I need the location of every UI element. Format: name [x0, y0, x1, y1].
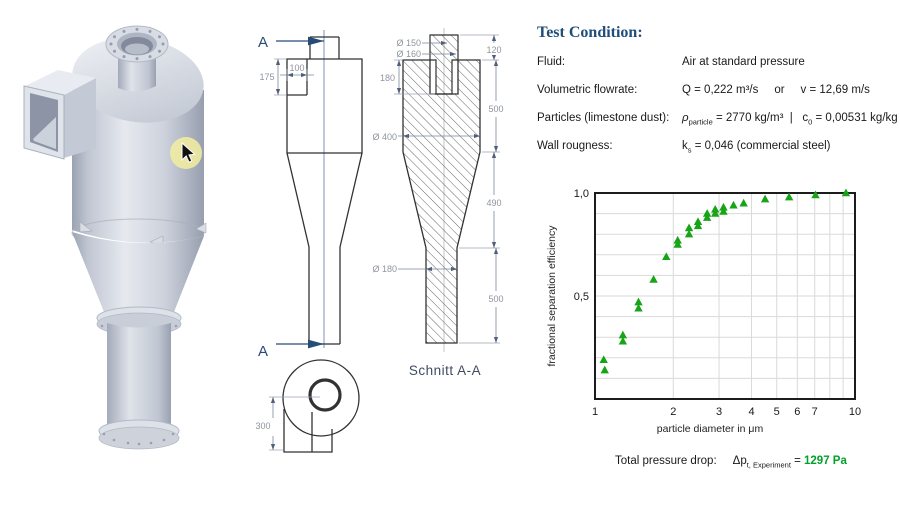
svg-text:2: 2: [670, 406, 676, 418]
results-panel: Test Condition: Fluid: Air at standard pr…: [530, 0, 900, 506]
condition-value: Air at standard pressure: [682, 56, 805, 68]
dim-180: 180: [380, 59, 435, 95]
condition-row: Fluid: Air at standard pressure: [537, 56, 897, 84]
condition-label: Particles (limestone dust):: [537, 112, 670, 124]
test-condition-title: Test Condition:: [537, 24, 643, 41]
condition-value: ρparticle = 2770 kg/m³ | c0 = 0,00531 kg…: [682, 112, 898, 127]
subscript: particle: [688, 117, 713, 127]
cyclone-3d-model: [23, 25, 207, 450]
dim-d160: Ø 160: [396, 49, 456, 59]
text-part: Q = 0,222 m³/s or v = 12,69 m/s: [682, 84, 870, 96]
chart-y-axis-label: fractional separation efficiency: [546, 225, 558, 367]
dim-inlet-width: 100: [280, 63, 314, 81]
svg-text:0,5: 0,5: [574, 291, 589, 303]
section-letter-top: A: [258, 34, 268, 51]
section-view: Ø 150 Ø 160 120: [372, 28, 504, 378]
dim-500-top: 500: [482, 60, 504, 153]
svg-text:Ø 400: Ø 400: [372, 132, 397, 142]
dim-500-bottom: 500: [459, 248, 504, 344]
cursor-highlight: [170, 137, 202, 169]
section-line-a-bottom: A: [258, 339, 324, 360]
pressure-drop-label: Total pressure drop:: [615, 455, 717, 467]
gas-outlet-flange: [105, 25, 169, 92]
text-part: = 0,046 (commercial steel): [691, 140, 831, 152]
svg-text:300: 300: [255, 421, 270, 431]
dim-top-view-300: 300: [255, 396, 320, 451]
condition-label: Fluid:: [537, 56, 566, 68]
condition-label: Wall rougness:: [537, 140, 613, 152]
condition-row: Volumetric flowrate: Q = 0,222 m³/s or v …: [537, 84, 897, 112]
svg-text:10: 10: [849, 406, 861, 418]
top-view: 300: [255, 359, 360, 453]
text-part: ρ: [682, 112, 689, 124]
svg-text:Ø 150: Ø 150: [396, 38, 421, 48]
svg-text:Ø 180: Ø 180: [372, 264, 397, 274]
dim-d150: Ø 150: [396, 38, 447, 48]
dim-490: 490: [459, 152, 502, 249]
text-part: k: [682, 140, 688, 152]
svg-text:180: 180: [380, 73, 395, 83]
text-part: = 0,00531 kg/kg: [812, 112, 898, 124]
subscript: 0: [808, 117, 813, 127]
condition-value: Q = 0,222 m³/s or v = 12,69 m/s: [682, 84, 870, 96]
svg-text:1,0: 1,0: [574, 188, 589, 200]
cad-3d-viewport[interactable]: [0, 0, 250, 506]
svg-text:7: 7: [812, 406, 818, 418]
svg-text:500: 500: [488, 294, 503, 304]
technical-drawing: A A 100: [250, 0, 530, 506]
section-letter-bottom: A: [258, 343, 268, 360]
dim-d180: Ø 180: [372, 264, 457, 274]
text-part: Δp: [732, 455, 747, 467]
text-part: = 2770 kg/m³ | c: [712, 112, 809, 124]
dust-outlet-tube: [98, 323, 180, 450]
inlet-duct: [23, 70, 96, 160]
dim-d400: Ø 400: [372, 132, 480, 142]
text-part: =: [790, 455, 805, 467]
svg-text:100: 100: [289, 63, 304, 73]
pressure-drop-value: Δpt, Experiment = 1297 Pa: [732, 455, 847, 470]
svg-text:6: 6: [794, 406, 800, 418]
svg-text:1: 1: [592, 406, 598, 418]
cone-section: [72, 232, 204, 336]
svg-text:3: 3: [716, 406, 722, 418]
svg-text:4: 4: [748, 406, 754, 418]
front-view: A A 100: [255, 30, 363, 453]
condition-row: Wall rougness: ks = 0,046 (commercial ste…: [537, 140, 897, 168]
svg-text:Ø 160: Ø 160: [396, 49, 421, 59]
svg-text:120: 120: [486, 45, 501, 55]
condition-label: Volumetric flowrate:: [537, 84, 638, 96]
dim-inlet-height: 175: [259, 58, 286, 96]
condition-row: Particles (limestone dust): ρparticle = 2…: [537, 112, 898, 140]
svg-text:490: 490: [486, 198, 501, 208]
pressure-drop-row: Total pressure drop: Δpt, Experiment = 12…: [615, 455, 847, 469]
subscript: s: [687, 145, 692, 155]
section-caption: Schnitt A-A: [409, 363, 481, 378]
section-line-a-top: A: [258, 34, 324, 51]
svg-text:5: 5: [774, 406, 780, 418]
subscript: t, Experiment: [746, 460, 791, 470]
svg-text:500: 500: [488, 104, 503, 114]
result-value: 1297 Pa: [804, 455, 847, 467]
mouse-cursor-icon: [181, 141, 196, 163]
svg-text:175: 175: [259, 72, 274, 82]
dim-120: 120: [460, 34, 502, 61]
condition-value: ks = 0,046 (commercial steel): [682, 140, 831, 155]
text-part: Air at standard pressure: [682, 56, 805, 68]
chart-x-axis-label: particle diameter in μm: [656, 423, 764, 435]
